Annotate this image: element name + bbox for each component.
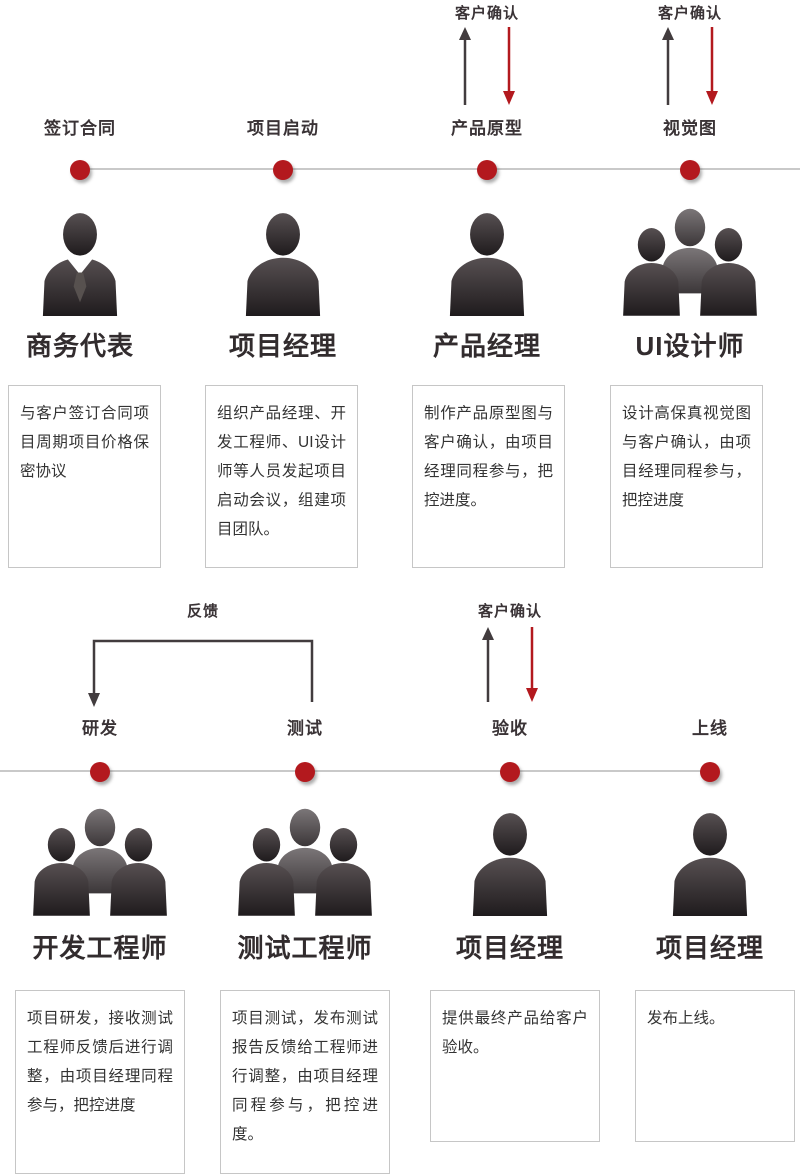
stage-label-visual: 视觉图 (663, 119, 717, 138)
project-manager-person-icon (235, 210, 331, 321)
acceptance-manager-person-icon (462, 810, 558, 921)
timeline-top (78, 168, 800, 170)
role-label-product-manager: 产品经理 (432, 331, 542, 361)
role-label-project-manager: 项目经理 (228, 331, 338, 361)
timeline-bottom (0, 770, 716, 772)
desc-box-visual: 设计高保真视觉图与客户确认，由项目经理同程参与，把控进度 (610, 385, 763, 568)
test-engineer-team-icon (229, 808, 381, 921)
timeline-dot (70, 160, 90, 180)
dev-engineer-team-icon (24, 808, 176, 921)
timeline-dot (500, 762, 520, 782)
business-rep-person-icon (32, 210, 128, 321)
launch-manager-person-icon (662, 810, 758, 921)
confirm-arrows-icon (662, 27, 718, 105)
confirm-arrows-icon (482, 627, 538, 702)
role-label-ui-designer: UI设计师 (635, 331, 745, 361)
desc-box-kickoff: 组织产品经理、开发工程师、UI设计师等人员发起项目启动会议，组建项目团队。 (205, 385, 358, 568)
desc-box-prototype: 制作产品原型图与客户确认，由项目经理同程参与，把控进度。 (412, 385, 565, 568)
timeline-dot (295, 762, 315, 782)
product-manager-person-icon (439, 210, 535, 321)
customer-confirm-label: 客户确认 (477, 603, 543, 620)
stage-label-prototype: 产品原型 (451, 119, 523, 138)
stage-label-acceptance: 验收 (492, 719, 528, 738)
role-label-project-manager-2: 项目经理 (455, 933, 565, 963)
ui-designer-team-icon (614, 208, 766, 321)
stage-label-test: 测试 (287, 719, 323, 738)
timeline-dot (273, 160, 293, 180)
timeline-dot (700, 762, 720, 782)
customer-confirm-label: 客户确认 (454, 5, 520, 22)
desc-box-dev: 项目研发，接收测试工程师反馈后进行调整，由项目经理同程参与，把控进度 (15, 990, 185, 1174)
stage-label-dev: 研发 (82, 719, 118, 738)
feedback-label: 反馈 (186, 603, 220, 620)
role-label-business-rep: 商务代表 (25, 331, 135, 361)
desc-box-contract: 与客户签订合同项目周期项目价格保密协议 (8, 385, 161, 568)
role-label-test-engineer: 测试工程师 (237, 933, 373, 963)
customer-confirm-label: 客户确认 (657, 5, 723, 22)
stage-label-contract: 签订合同 (44, 119, 116, 138)
role-label-dev-engineer: 开发工程师 (32, 933, 168, 963)
feedback-loop-arrow-icon (88, 639, 314, 707)
confirm-arrows-icon (459, 27, 515, 105)
desc-box-launch: 发布上线。 (635, 990, 795, 1142)
stage-label-launch: 上线 (692, 719, 728, 738)
role-label-project-manager-3: 项目经理 (655, 933, 765, 963)
desc-box-acceptance: 提供最终产品给客户验收。 (430, 990, 600, 1142)
timeline-dot (90, 762, 110, 782)
desc-box-test: 项目测试，发布测试报告反馈给工程师进行调整，由项目经理同程参与，把控进度。 (220, 990, 390, 1174)
stage-label-kickoff: 项目启动 (247, 119, 319, 138)
timeline-dot (477, 160, 497, 180)
timeline-dot (680, 160, 700, 180)
